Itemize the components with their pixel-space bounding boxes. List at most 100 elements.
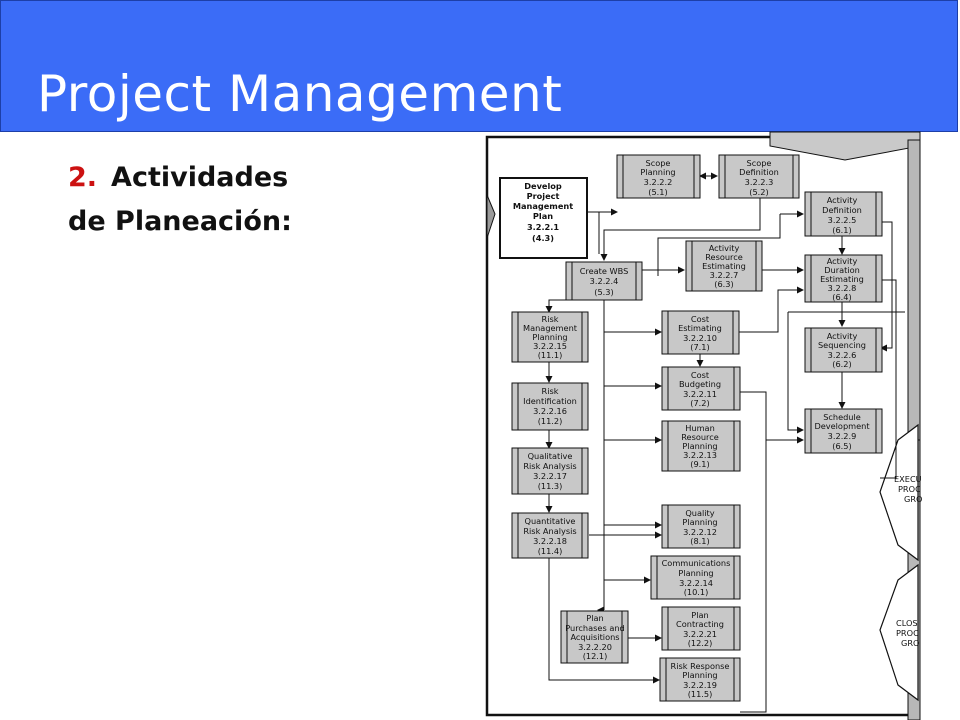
closing-process-group: CLOS PROC GRO — [879, 563, 919, 702]
svg-text:Plan: Plan — [691, 610, 708, 620]
svg-text:(10.1): (10.1) — [684, 587, 709, 597]
svg-text:Develop: Develop — [524, 181, 562, 191]
svg-text:3.2.2.8: 3.2.2.8 — [828, 283, 857, 293]
svg-text:Cost: Cost — [691, 370, 710, 380]
svg-text:3.2.2.10: 3.2.2.10 — [683, 333, 717, 343]
svg-text:Management: Management — [523, 323, 578, 333]
svg-text:Project: Project — [527, 191, 560, 201]
activity-resource-estimating: Activity Resource Estimating 3.2.2.7 (6.… — [685, 240, 763, 292]
svg-text:Resource: Resource — [681, 432, 719, 442]
svg-text:(8.1): (8.1) — [690, 536, 709, 546]
svg-text:(11.2): (11.2) — [538, 416, 563, 426]
svg-text:Contracting: Contracting — [676, 619, 724, 629]
svg-text:Activity: Activity — [827, 195, 858, 205]
svg-text:Acquisitions: Acquisitions — [570, 632, 619, 642]
svg-text:(6.1): (6.1) — [832, 225, 851, 235]
svg-text:(11.4): (11.4) — [538, 546, 563, 556]
heading-line-1: 2.Actividades — [68, 156, 292, 200]
svg-text:(11.5): (11.5) — [688, 689, 713, 699]
svg-text:Planning: Planning — [640, 167, 675, 177]
svg-text:Development: Development — [814, 421, 870, 431]
svg-text:Planning: Planning — [682, 441, 717, 451]
svg-text:EXECU: EXECU — [894, 474, 922, 484]
svg-text:Risk: Risk — [542, 314, 559, 324]
svg-text:Identification: Identification — [523, 396, 577, 406]
connector — [600, 198, 761, 261]
svg-text:Risk: Risk — [542, 386, 559, 396]
svg-text:3.2.2.5: 3.2.2.5 — [828, 215, 857, 225]
risk-identification: Risk Identification 3.2.2.16 (11.2) — [511, 382, 589, 431]
svg-text:GRO: GRO — [904, 494, 922, 504]
item-number: 2. — [68, 162, 98, 193]
svg-text:Budgeting: Budgeting — [679, 379, 721, 389]
svg-text:(12.1): (12.1) — [583, 651, 608, 661]
svg-text:Plan: Plan — [533, 211, 553, 221]
svg-text:3.2.2.14: 3.2.2.14 — [679, 578, 713, 588]
svg-text:Create WBS: Create WBS — [580, 266, 629, 276]
svg-text:Risk Response: Risk Response — [671, 661, 730, 671]
svg-text:3.2.2.21: 3.2.2.21 — [683, 629, 717, 639]
connector — [545, 299, 570, 313]
activity-definition: Activity Definition 3.2.2.5 (6.1) — [804, 191, 883, 237]
svg-text:PROC: PROC — [898, 484, 921, 494]
svg-text:Activity: Activity — [709, 243, 740, 253]
svg-text:Activity: Activity — [827, 331, 858, 341]
qualitative-risk-analysis: Qualitative Risk Analysis 3.2.2.17 (11.3… — [511, 447, 589, 495]
svg-text:3.2.2.18: 3.2.2.18 — [533, 536, 567, 546]
connector — [548, 558, 660, 684]
svg-text:Activity: Activity — [827, 256, 858, 266]
svg-text:Management: Management — [513, 201, 573, 211]
svg-text:3.2.2.7: 3.2.2.7 — [710, 270, 739, 280]
scope-planning: Scope Planning 3.2.2.2 (5.1) — [616, 154, 701, 199]
svg-text:Plan: Plan — [586, 613, 603, 623]
svg-text:Communications: Communications — [662, 558, 731, 568]
input-notch — [486, 194, 496, 239]
svg-text:Scope: Scope — [747, 158, 772, 168]
svg-text:(5.3): (5.3) — [594, 287, 613, 297]
svg-text:3.2.2.16: 3.2.2.16 — [533, 406, 567, 416]
svg-text:3.2.2.4: 3.2.2.4 — [590, 276, 619, 286]
svg-text:3.2.2.13: 3.2.2.13 — [683, 450, 717, 460]
human-resource-planning: Human Resource Planning 3.2.2.13 (9.1) — [661, 420, 741, 472]
svg-text:Cost: Cost — [691, 314, 710, 324]
svg-text:Human: Human — [685, 423, 715, 433]
connector — [787, 312, 804, 434]
svg-text:(7.2): (7.2) — [690, 398, 709, 408]
svg-text:(11.3): (11.3) — [538, 481, 563, 491]
svg-text:3.2.2.20: 3.2.2.20 — [578, 642, 612, 652]
svg-text:Duration: Duration — [824, 265, 860, 275]
svg-text:3.2.2.15: 3.2.2.15 — [533, 341, 567, 351]
svg-text:(11.1): (11.1) — [538, 350, 563, 360]
executing-process-group: EXECU PROC GRO — [879, 423, 922, 562]
svg-text:(7.1): (7.1) — [690, 342, 709, 352]
svg-text:Estimating: Estimating — [820, 274, 864, 284]
svg-text:Qualitative: Qualitative — [528, 451, 573, 461]
svg-text:(6.2): (6.2) — [832, 359, 851, 369]
svg-text:(5.1): (5.1) — [648, 187, 667, 197]
connector — [880, 221, 893, 352]
svg-text:Schedule: Schedule — [823, 412, 861, 422]
svg-text:Risk Analysis: Risk Analysis — [523, 526, 576, 536]
svg-text:(6.4): (6.4) — [832, 292, 851, 302]
svg-text:3.2.2.19: 3.2.2.19 — [683, 680, 717, 690]
svg-text:Resource: Resource — [705, 252, 743, 262]
cost-estimating: Cost Estimating 3.2.2.10 (7.1) — [661, 310, 740, 355]
cost-budgeting: Cost Budgeting 3.2.2.11 (7.2) — [661, 366, 741, 411]
svg-text:Quantitative: Quantitative — [525, 516, 576, 526]
svg-text:Quality: Quality — [685, 508, 714, 518]
svg-text:CLOS: CLOS — [896, 618, 918, 628]
svg-text:3.2.2.12: 3.2.2.12 — [683, 527, 717, 537]
page-title: Project Management — [37, 65, 563, 123]
svg-text:Planning: Planning — [682, 517, 717, 527]
schedule-development: Schedule Development 3.2.2.9 (6.5) — [804, 408, 883, 454]
svg-text:Purchases and: Purchases and — [565, 623, 624, 633]
risk-management-planning: Risk Management Planning 3.2.2.15 (11.1) — [511, 311, 589, 363]
connector — [657, 214, 781, 276]
svg-text:Definition: Definition — [739, 167, 779, 177]
connector — [739, 286, 804, 333]
svg-text:Planning: Planning — [678, 568, 713, 578]
svg-text:(6.3): (6.3) — [714, 279, 733, 289]
plan-contracting: Plan Contracting 3.2.2.21 (12.2) — [661, 606, 741, 651]
svg-text:3.2.2.1: 3.2.2.1 — [527, 222, 559, 232]
